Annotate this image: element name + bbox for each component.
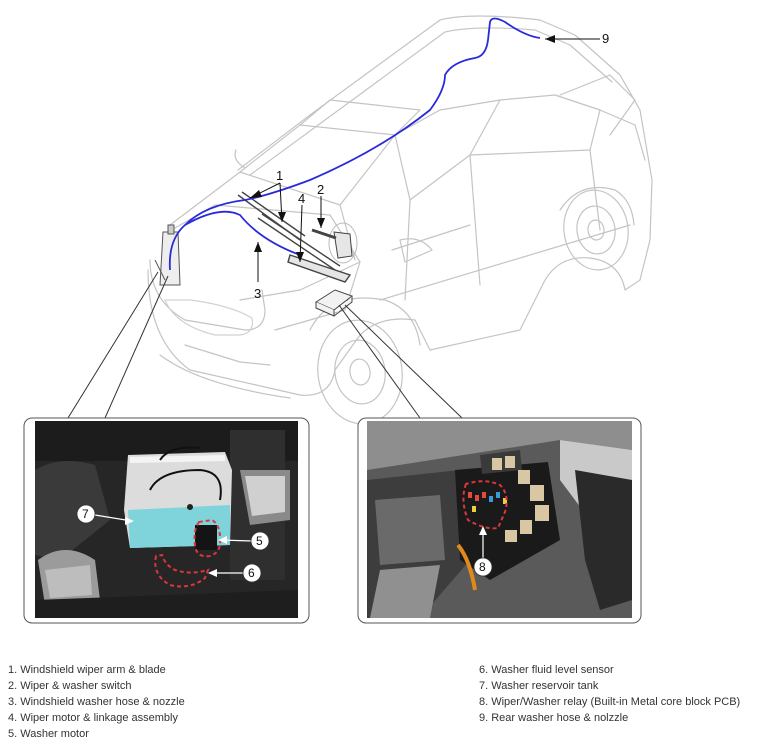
left-photo [35,421,298,618]
relay-box-on-car [314,289,354,317]
right-photo [367,421,632,618]
legend-item-9: 9. Rear washer hose & nolzzle [479,712,629,724]
callout-5: 5 [256,534,263,548]
legend-item-4: 4. Wiper motor & linkage assembly [8,712,178,724]
left-panel-callout-circles [76,504,270,583]
legend-item-6: 6. Washer fluid level sensor [479,664,614,676]
car-outline [147,15,653,425]
legend-item-2: 2. Wiper & washer switch [8,680,132,692]
legend-item-1: 1. Windshield wiper arm & blade [8,664,166,676]
callout-4: 4 [298,191,305,206]
washer-hose-line [168,17,541,271]
legend-item-5: 5. Washer motor [8,728,89,740]
legend-right-column: 6. Washer fluid level sensor 7. Washer r… [479,662,740,726]
car-callout-leaders [249,38,600,282]
callout-7: 7 [82,507,89,521]
left-panel-arrowheads [125,517,227,577]
legend-left-column: 1. Windshield wiper arm & blade 2. Wiper… [8,662,185,742]
right-panel-arrowhead [479,526,487,535]
right-panel-callout-circle [473,557,493,577]
callout-9: 9 [602,31,609,46]
front-washer-hose-line [184,210,301,256]
legend-item-8: 8. Wiper/Washer relay (Built-in Metal co… [479,696,741,708]
callout-1: 1 [276,168,283,183]
callout-3: 3 [254,286,261,301]
car-callout-arrowheads [250,35,555,262]
callout-2: 2 [317,182,324,197]
wiper-switch-on-car [311,222,358,264]
panel-leader-lines [67,271,463,419]
callout-6: 6 [248,566,255,580]
callout-8: 8 [479,560,486,574]
legend-item-3: 3. Windshield washer hose & nozzle [8,696,185,708]
legend-item-7: 7. Washer reservoir tank [479,680,599,692]
